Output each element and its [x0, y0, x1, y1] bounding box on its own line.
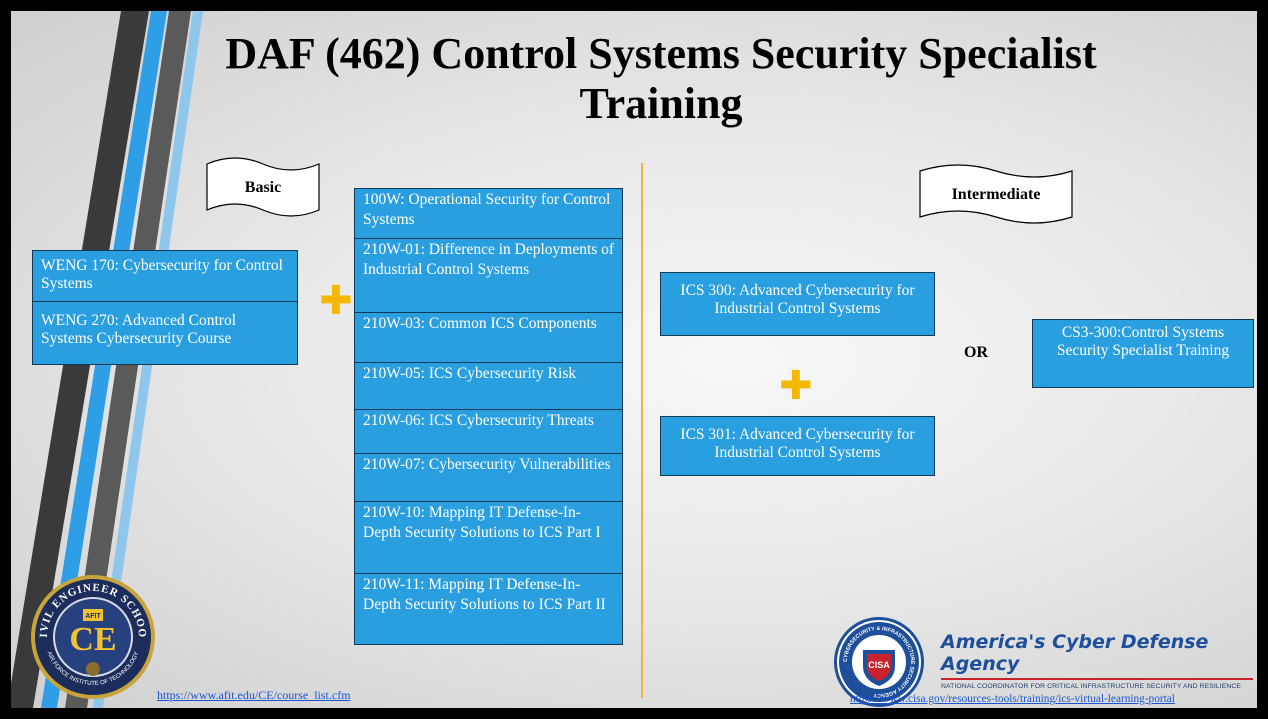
course-210w-11: 210W-11: Mapping IT Defense-In-Depth Sec… [354, 574, 623, 645]
svg-text:CE: CE [69, 621, 116, 658]
cisa-learning-portal-link[interactable]: https://www.cisa.gov/resources-tools/tra… [850, 693, 1175, 705]
cs3-300-label: CS3-300:Control Systems Security Special… [1056, 324, 1230, 359]
ics-301-label: ICS 301: Advanced Cybersecurity for Indu… [680, 426, 915, 461]
ics-300-label: ICS 300: Advanced Cybersecurity for Indu… [680, 282, 915, 317]
cisa-branding: America's Cyber Defense Agency NATIONAL … [941, 631, 1253, 690]
course-210w-01: 210W-01: Difference in Deployments of In… [354, 239, 623, 313]
plus-icon: ✚ [319, 278, 353, 324]
svg-text:CISA: CISA [868, 660, 890, 670]
svg-text:AFIT: AFIT [85, 613, 101, 620]
cisa-seal: CYBERSECURITY & INFRASTRUCTURE SECURITY … [834, 617, 924, 707]
course-210w-06-label: 210W-06: ICS Cybersecurity Threats [363, 412, 594, 429]
course-210w-03: 210W-03: Common ICS Components [354, 313, 623, 363]
cs3-300-box: CS3-300:Control Systems Security Special… [1032, 319, 1254, 388]
weng-170-box: WENG 170: Cybersecurity for Control Syst… [32, 250, 298, 302]
slide: DAF (462) Control Systems Security Speci… [11, 11, 1257, 708]
course-100w: 100W: Operational Security for Control S… [354, 188, 623, 239]
course-210w-03-label: 210W-03: Common ICS Components [363, 315, 597, 332]
civil-engineer-school-seal: CIVIL ENGINEER SCHOOL AIR FORCE INSTITUT… [29, 573, 155, 699]
course-100w-label: 100W: Operational Security for Control S… [363, 191, 611, 228]
intermediate-banner [919, 164, 1073, 224]
ics-301-box: ICS 301: Advanced Cybersecurity for Indu… [660, 416, 935, 476]
basic-banner [206, 157, 320, 217]
plus-icon: ✚ [779, 363, 813, 409]
course-210w-06: 210W-06: ICS Cybersecurity Threats [354, 410, 623, 454]
course-210w-05: 210W-05: ICS Cybersecurity Risk [354, 363, 623, 410]
ics-300-box: ICS 300: Advanced Cybersecurity for Indu… [660, 272, 935, 336]
course-210w-05-label: 210W-05: ICS Cybersecurity Risk [363, 365, 577, 382]
course-210w-07-label: 210W-07: Cybersecurity Vulnerabilities [363, 456, 611, 473]
cisa-tagline: America's Cyber Defense Agency [941, 631, 1209, 675]
basic-label: Basic [244, 179, 282, 196]
weng-170-label: WENG 170: Cybersecurity for Control Syst… [41, 257, 283, 292]
afit-course-list-link[interactable]: https://www.afit.edu/CE/course_list.cfm [157, 688, 351, 702]
basic-course-list: 100W: Operational Security for Control S… [354, 188, 623, 645]
weng-270-box: WENG 270: Advanced Control Systems Cyber… [32, 301, 298, 365]
or-label: OR [964, 344, 988, 361]
course-210w-10-label: 210W-10: Mapping IT Defense-In-Depth Sec… [363, 504, 601, 541]
column-divider [641, 163, 643, 698]
weng-270-label: WENG 270: Advanced Control Systems Cyber… [41, 312, 237, 347]
intermediate-label: Intermediate [951, 186, 1041, 203]
page-title: DAF (462) Control Systems Security Speci… [225, 29, 1097, 128]
cisa-subtitle: NATIONAL COORDINATOR FOR CRITICAL INFRAS… [941, 683, 1242, 690]
course-210w-11-label: 210W-11: Mapping IT Defense-In-Depth Sec… [363, 576, 606, 613]
cisa-divider [941, 678, 1253, 680]
course-210w-10: 210W-10: Mapping IT Defense-In-Depth Sec… [354, 502, 623, 574]
course-210w-07: 210W-07: Cybersecurity Vulnerabilities [354, 454, 623, 502]
course-210w-01-label: 210W-01: Difference in Deployments of In… [363, 241, 615, 278]
